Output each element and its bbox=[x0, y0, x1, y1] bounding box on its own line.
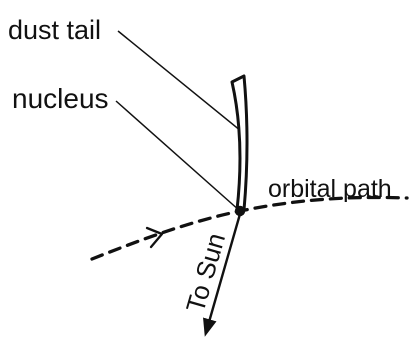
dust-tail-shape bbox=[230, 74, 249, 212]
orbital-direction-arrowhead bbox=[145, 226, 164, 249]
dust-tail-label: dust tail bbox=[8, 15, 101, 45]
nucleus-dot bbox=[234, 205, 246, 217]
dust-tail-leader-line bbox=[117, 30, 242, 132]
label-lines bbox=[115, 30, 242, 212]
orbital-path-line bbox=[90, 195, 409, 261]
nucleus-leader-line bbox=[115, 100, 241, 212]
to-sun-arrow bbox=[203, 213, 242, 337]
orbital-path-label: orbital path bbox=[268, 175, 392, 203]
nucleus-label: nucleus bbox=[12, 83, 109, 114]
